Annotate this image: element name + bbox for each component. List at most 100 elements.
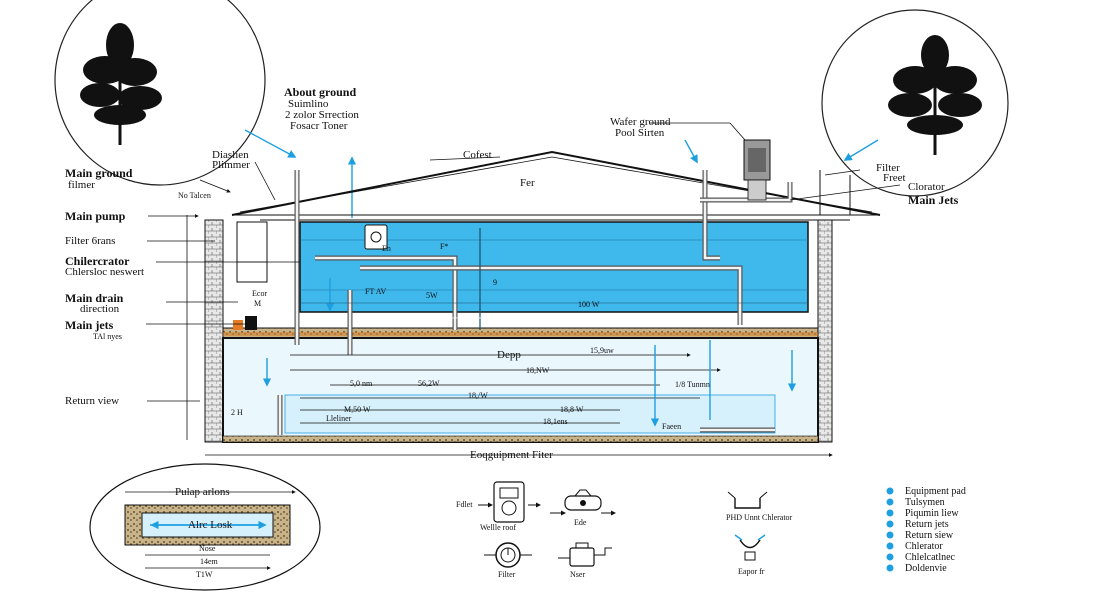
filter-housing-icon: Fdlet Wellle roof (456, 481, 541, 532)
tree-left-icon (54, 0, 266, 186)
svg-text:filmer: filmer (68, 179, 95, 191)
right-wall (817, 219, 833, 443)
main-ground-label: Main ground filmer (65, 166, 133, 191)
svg-text:About ground: About ground (284, 85, 356, 99)
main-jets-label: Main jets (65, 318, 114, 332)
label-nine: 9 (493, 278, 497, 287)
label-d6: 18,8 W (560, 405, 584, 414)
svg-text:Chilercrator: Chilercrator (65, 254, 130, 268)
label-ftav: FT AV (365, 287, 386, 296)
legend-bullet-icon (886, 520, 894, 528)
legend-bullet-icon (886, 487, 894, 495)
svg-text:Diaslien: Diaslien (212, 149, 249, 161)
legend-item: Equipment pad (905, 486, 966, 497)
label-fifteen: 15,9uw (590, 346, 614, 355)
svg-text:PHD Unnt Chlerator: PHD Unnt Chlerator (726, 513, 793, 522)
main-pump-label: Main pump (65, 209, 126, 223)
main-drain-icon (245, 316, 257, 330)
fer-label: Fer (520, 177, 535, 189)
eductor-icon: Ede (550, 489, 616, 527)
svg-text:Wafer ground: Wafer ground (610, 116, 671, 128)
label-eighteen: 18,NW (526, 366, 550, 375)
filter-grams-label: Filter 6rans (65, 235, 115, 247)
label-d2: 56,2W (418, 379, 440, 388)
svg-text:Ede: Ede (574, 518, 587, 527)
left-wall (204, 219, 224, 443)
lower-pool-water (284, 394, 776, 434)
tree-right-icon (821, 9, 1009, 197)
water-ground-label: Wafer ground Pool Sirten (610, 116, 671, 139)
label-d5: M,50 W (344, 405, 371, 414)
main-jets-right-label: Main Jets (908, 193, 959, 207)
legend-bullet-icon (886, 553, 894, 561)
legend-item: Tulsymen (905, 497, 945, 508)
legend-bullet-icon (886, 498, 894, 506)
legend-bullet-icon (886, 531, 894, 539)
inset-title: Pulap arlons (175, 486, 230, 498)
svg-text:direction: direction (80, 303, 120, 315)
chlorinator-label: Chilercrator Chlersloc neswert (65, 254, 144, 278)
label-d12: M (254, 299, 261, 308)
inset-inner-label: Alrc Losk (188, 519, 233, 531)
legend-item: Chlelcatlnec (905, 552, 956, 563)
filter-gauge-icon: Filter (484, 542, 532, 579)
inset-bottom-label: Nose (199, 544, 216, 553)
roof (231, 150, 881, 221)
svg-text:Fdlet: Fdlet (456, 500, 473, 509)
legend-item: Doldenvie (905, 563, 947, 574)
label-d4: 1/8 Tunmn (675, 380, 710, 389)
label-d11: Ecor (252, 289, 267, 298)
sunlight-arrow-left (244, 129, 297, 158)
inset-dim1: 14em (200, 557, 219, 566)
legend-item: Chlerator (905, 541, 943, 552)
svg-text:Wellle roof: Wellle roof (480, 523, 516, 532)
label-d3: 18,/W (468, 391, 488, 400)
roof-vent (743, 139, 771, 201)
cofest-label: Cofest (463, 149, 492, 161)
label-swl: 5W (426, 291, 438, 300)
label-d7: 18,1ens (543, 417, 568, 426)
legend-item: Return siew (905, 530, 954, 541)
label-d1: 5,0 nm (350, 379, 373, 388)
vapor-icon: Eapor fr (734, 534, 766, 576)
about-ground-label: About ground Suimlino 2 zolor Srrection … (284, 85, 359, 132)
filter-label: Filter (876, 162, 900, 174)
main-drain-label: Main drain direction (65, 291, 124, 315)
svg-text:Eapor fr: Eapor fr (738, 567, 765, 576)
equipment-filter-label: Eoqguipment Fiter (470, 449, 553, 461)
riser-label: Diaslien Plimmer (212, 149, 250, 171)
label-d9: Faeen (662, 422, 681, 431)
label-fstar: F* (440, 242, 448, 251)
legend-bullet-icon (886, 542, 894, 550)
legend-item: Return jets (905, 519, 949, 530)
sunlight-arrow-right (843, 139, 879, 161)
svg-text:Chlersloc neswert: Chlersloc neswert (65, 266, 144, 278)
label-depp: Depp (497, 349, 521, 361)
label-d8: Lleliner (326, 414, 352, 423)
svg-text:Fosacr Toner: Fosacr Toner (290, 120, 348, 132)
svg-text:Filter: Filter (498, 570, 516, 579)
svg-text:Pool Sirten: Pool Sirten (615, 127, 665, 139)
pipe-network (277, 170, 793, 435)
legend-bullet-icon (886, 509, 894, 517)
label-en: En (382, 244, 391, 253)
window (236, 221, 268, 283)
freet-label: Freet (883, 172, 906, 184)
heater-icon: Nser (558, 542, 612, 579)
svg-text:Plimmer: Plimmer (212, 159, 250, 171)
flow-lines (300, 228, 808, 330)
dimension-lines (186, 215, 833, 457)
svg-text:Nser: Nser (570, 570, 585, 579)
return-view-label: Return view (65, 395, 119, 407)
svg-text:Main ground: Main ground (65, 166, 133, 180)
label-hundred: 100 W (578, 300, 600, 309)
legend-bullet-icon (886, 564, 894, 572)
clorator-label: Clorator (908, 181, 945, 193)
no-talen-label: No Talcen (178, 191, 211, 200)
water-ground-arrow (684, 139, 698, 164)
pump-detail-inset: Pulap arlons Alrc Losk Nose 14em T1W (89, 463, 321, 591)
label-d10: 2 H (231, 408, 243, 417)
